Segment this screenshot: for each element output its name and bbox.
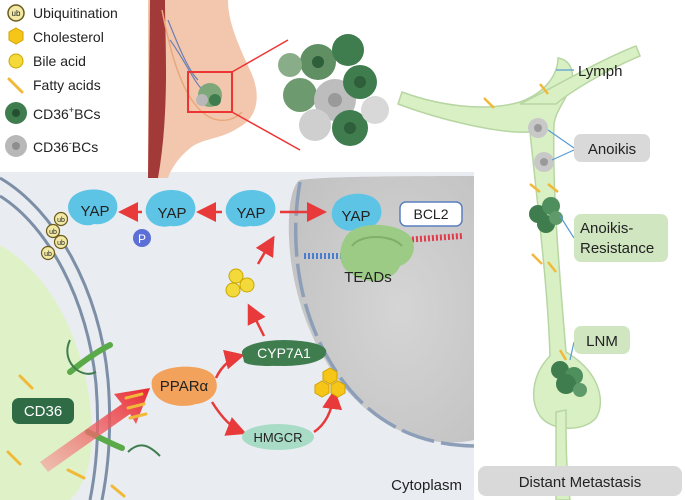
legend-label: CD36-BCs xyxy=(33,138,98,155)
breast-illustration xyxy=(148,0,301,178)
legend-fatty-acids: Fatty acids xyxy=(7,77,101,94)
distant-metastasis-label-box: Distant Metastasis xyxy=(478,466,682,496)
ppara-receptor: PPARα xyxy=(151,366,217,406)
svg-text:Distant Metastasis: Distant Metastasis xyxy=(519,474,642,491)
legend-cd36-pos: CD36+BCs xyxy=(5,102,101,124)
bcl2-box: BCL2 xyxy=(399,201,463,227)
svg-text:CYP7A1: CYP7A1 xyxy=(257,345,311,361)
cytoplasm-label: Cytoplasm xyxy=(391,477,462,494)
legend-cd36-neg: CD36-BCs xyxy=(5,135,98,157)
svg-text:Resistance: Resistance xyxy=(580,240,654,257)
svg-text:Anoikis: Anoikis xyxy=(588,141,636,158)
cholesterol-icon xyxy=(8,27,24,45)
svg-text:YAP: YAP xyxy=(237,205,266,222)
hmgcr-enzyme: HMGCR xyxy=(242,424,314,450)
tumor-cluster xyxy=(278,34,389,146)
dna-strand xyxy=(304,233,463,259)
svg-text:YAP: YAP xyxy=(158,205,187,222)
legend: ub Ubiquitination Cholesterol Bile acid … xyxy=(5,4,118,157)
legend-label: Cholesterol xyxy=(33,29,104,45)
svg-text:P: P xyxy=(138,232,146,246)
fatty-acids-scattered xyxy=(6,374,148,498)
legend-label: Fatty acids xyxy=(33,77,101,93)
anoikis-resistance-label-box: Anoikis- Resistance xyxy=(574,214,668,262)
svg-text:BCL2: BCL2 xyxy=(413,206,448,222)
svg-text:CD36: CD36 xyxy=(24,403,62,420)
bile-acid-icon xyxy=(8,53,24,69)
legend-ubiquitination: ub Ubiquitination xyxy=(7,4,118,22)
fatty-acid-icon xyxy=(7,77,24,94)
fatty-acid-import-arrow xyxy=(40,388,150,472)
cd36-label-box xyxy=(12,398,74,424)
legend-cholesterol: Cholesterol xyxy=(8,27,104,45)
legend-bile-acid: Bile acid xyxy=(8,53,86,69)
vessel-cells xyxy=(528,118,587,397)
bile-acid-cluster xyxy=(225,268,255,298)
svg-text:TEADs: TEADs xyxy=(344,269,392,286)
yap-nuclear: YAP xyxy=(331,193,382,231)
svg-text:LNM: LNM xyxy=(586,333,618,350)
vessel-fatty-acids xyxy=(483,83,568,361)
yap-cytoplasmic: YAP xyxy=(225,190,276,227)
svg-text:ub: ub xyxy=(57,240,65,247)
svg-text:PPARα: PPARα xyxy=(160,378,209,395)
cd36-receptor: CD36 xyxy=(12,339,161,457)
svg-text:ub: ub xyxy=(44,251,52,258)
phosphate-icon xyxy=(133,229,151,247)
anoikis-label-box: Anoikis xyxy=(574,134,650,162)
svg-text:HMGCR: HMGCR xyxy=(253,430,302,445)
lnm-label-box: LNM xyxy=(574,326,630,354)
legend-label: Ubiquitination xyxy=(33,5,118,21)
svg-text:ub: ub xyxy=(49,229,57,236)
legend-label: CD36+BCs xyxy=(33,105,101,122)
pathway-arrows xyxy=(118,202,343,436)
svg-text:YAP: YAP xyxy=(81,203,110,220)
ubiquitin-icon xyxy=(7,4,25,22)
legend-label: Bile acid xyxy=(33,53,86,69)
cholesterol-cluster xyxy=(314,367,346,398)
yap-ubiquitinated: YAP ub ub ub ub xyxy=(40,189,118,261)
cyp7a1-enzyme: CYP7A1 xyxy=(242,340,327,366)
svg-text:Anoikis-: Anoikis- xyxy=(580,220,633,237)
svg-text:ub: ub xyxy=(57,217,65,224)
lymph-label: Lymph xyxy=(578,63,622,80)
callout-lines xyxy=(547,69,575,361)
svg-text:YAP: YAP xyxy=(342,208,371,225)
svg-text:ub: ub xyxy=(12,9,21,18)
teads-complex: TEADs xyxy=(340,224,414,286)
ubiquitin-chain: ub ub ub ub xyxy=(40,211,69,261)
yap-phosphorylated: YAP P xyxy=(133,190,196,247)
